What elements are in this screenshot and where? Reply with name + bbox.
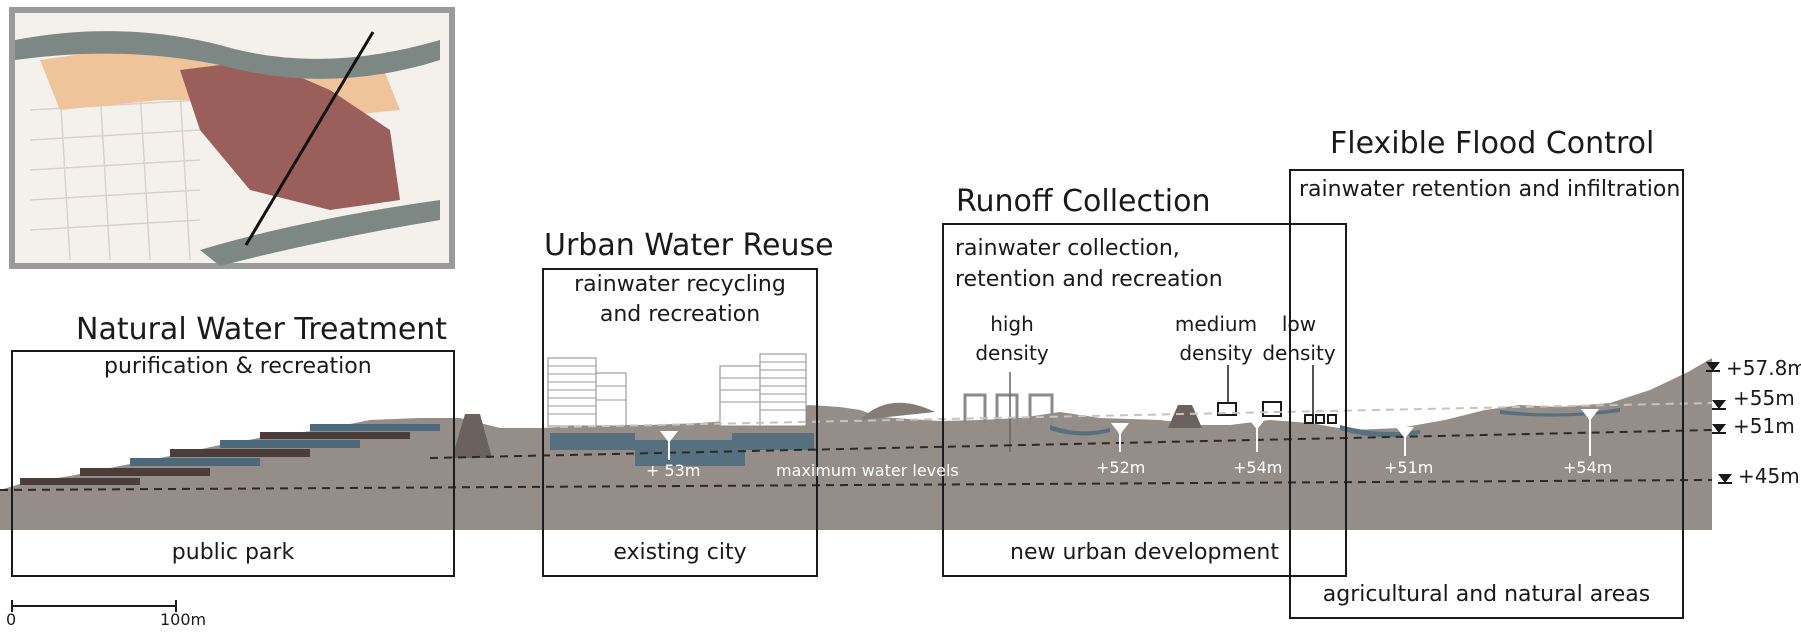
water-level-label-2: +52m bbox=[1096, 458, 1146, 477]
dike-2 bbox=[1168, 405, 1202, 428]
zone-label-public-park: public park bbox=[171, 540, 295, 565]
map-dense-blocks bbox=[180, 60, 400, 210]
zone-box-natural-water bbox=[11, 350, 455, 577]
water-level-lines bbox=[0, 402, 1713, 491]
zone-subtitle-runoff-2: retention and recreation bbox=[955, 267, 1223, 292]
scale-bar bbox=[11, 600, 177, 612]
zone-label-agricultural: agricultural and natural areas bbox=[1322, 582, 1651, 607]
hill-1 bbox=[860, 402, 935, 420]
density-label-low: low density bbox=[1249, 310, 1349, 368]
density-label-high: high density bbox=[962, 310, 1062, 368]
water-level-label-3: +54m bbox=[1233, 458, 1283, 477]
scale-bar-end: 100m bbox=[160, 610, 207, 629]
map-river bbox=[15, 31, 440, 79]
zone-label-new-urban: new urban development bbox=[1010, 540, 1279, 565]
zone-title-natural-water: Natural Water Treatment bbox=[76, 312, 448, 347]
max-water-levels-label: maximum water levels bbox=[776, 461, 959, 480]
zone-box-urban-water bbox=[542, 268, 818, 577]
high-density-buildings bbox=[963, 393, 1054, 425]
water-level-markers bbox=[659, 409, 1600, 460]
elevation-label-45: +45m bbox=[1738, 464, 1800, 488]
zone-box-flood-control bbox=[1289, 169, 1684, 619]
map-grid bbox=[29, 89, 201, 261]
ground-profile bbox=[0, 358, 1712, 530]
zone-subtitle-urban-water-1: rainwater recycling bbox=[574, 272, 786, 297]
zone-box-runoff bbox=[942, 223, 1347, 577]
park-terraces bbox=[20, 424, 440, 485]
water-level-label-5: +54m bbox=[1563, 458, 1613, 477]
water-level-label-1: + 53m bbox=[646, 461, 701, 480]
zone-title-runoff: Runoff Collection bbox=[956, 184, 1211, 219]
density-label-low-line-2: density bbox=[1262, 341, 1336, 365]
elevation-label-51: +51m bbox=[1733, 414, 1795, 438]
zone-subtitle-flood-control: rainwater retention and infiltration bbox=[1299, 177, 1681, 202]
elevation-label-57-8: +57.8m bbox=[1726, 356, 1801, 380]
zone-subtitle-urban-water-2: and recreation bbox=[599, 302, 761, 327]
zone-title-urban-water: Urban Water Reuse bbox=[544, 228, 834, 263]
elevation-label-55: +55m bbox=[1733, 386, 1795, 410]
density-label-medium: medium density bbox=[1166, 310, 1266, 368]
zone-subtitle-runoff-1: rainwater collection, bbox=[955, 236, 1180, 261]
zone-title-flood-control: Flexible Flood Control bbox=[1330, 126, 1655, 161]
city-buildings bbox=[547, 353, 807, 427]
scale-bar-start: 0 bbox=[6, 610, 17, 629]
dike-1 bbox=[452, 414, 492, 458]
density-label-high-line-2: density bbox=[975, 341, 1049, 365]
elevation-markers bbox=[1706, 362, 1732, 484]
map-river-2 bbox=[200, 200, 440, 266]
density-label-medium-line-1: medium bbox=[1174, 312, 1258, 336]
density-label-low-line-1: low bbox=[1281, 312, 1317, 336]
density-label-high-line-1: high bbox=[990, 312, 1034, 336]
water-basins bbox=[550, 408, 1620, 466]
zone-subtitle-natural-water: purification & recreation bbox=[104, 354, 372, 379]
section-cut-line bbox=[244, 31, 375, 246]
water-level-label-4: +51m bbox=[1384, 458, 1434, 477]
density-label-medium-line-2: density bbox=[1179, 341, 1253, 365]
zone-label-existing-city: existing city bbox=[613, 540, 747, 565]
